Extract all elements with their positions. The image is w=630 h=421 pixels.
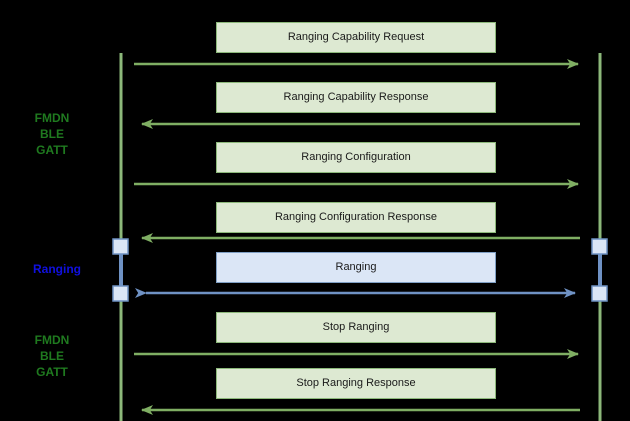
phase-label-ranging: Ranging [33, 262, 81, 276]
message-label-ranging: Ranging [335, 261, 377, 273]
message-box-stop-ranging[interactable]: Stop Ranging [216, 312, 496, 343]
message-box-ranging-configuration-response[interactable]: Ranging Configuration Response [216, 202, 496, 233]
message-box-ranging-capability-response[interactable]: Ranging Capability Response [216, 82, 496, 113]
message-label-ranging-configuration-response: Ranging Configuration Response [274, 211, 438, 223]
phase-label-fmdn-ble-gatt-bottom: FMDN BLE GATT [34, 333, 70, 379]
message-label-ranging-configuration: Ranging Configuration [301, 151, 411, 163]
activation-handle-right-bottom [591, 285, 608, 302]
message-box-ranging[interactable]: Ranging [216, 252, 496, 283]
message-box-ranging-capability-request[interactable]: Ranging Capability Request [216, 22, 496, 53]
message-box-stop-ranging-response[interactable]: Stop Ranging Response [216, 368, 496, 399]
message-arrows [134, 59, 580, 415]
message-label-ranging-capability-response: Ranging Capability Response [283, 91, 429, 103]
message-label-ranging-capability-request: Ranging Capability Request [287, 31, 425, 43]
activation-handle-left-bottom [112, 285, 129, 302]
activation-handle-right-top [591, 238, 608, 255]
message-box-ranging-configuration[interactable]: Ranging Configuration [216, 142, 496, 173]
phase-label-fmdn-ble-gatt-top: FMDN BLE GATT [34, 111, 70, 157]
activation-handle-left-top [112, 238, 129, 255]
message-label-stop-ranging: Stop Ranging [322, 321, 390, 333]
message-label-stop-ranging-response: Stop Ranging Response [296, 377, 416, 389]
